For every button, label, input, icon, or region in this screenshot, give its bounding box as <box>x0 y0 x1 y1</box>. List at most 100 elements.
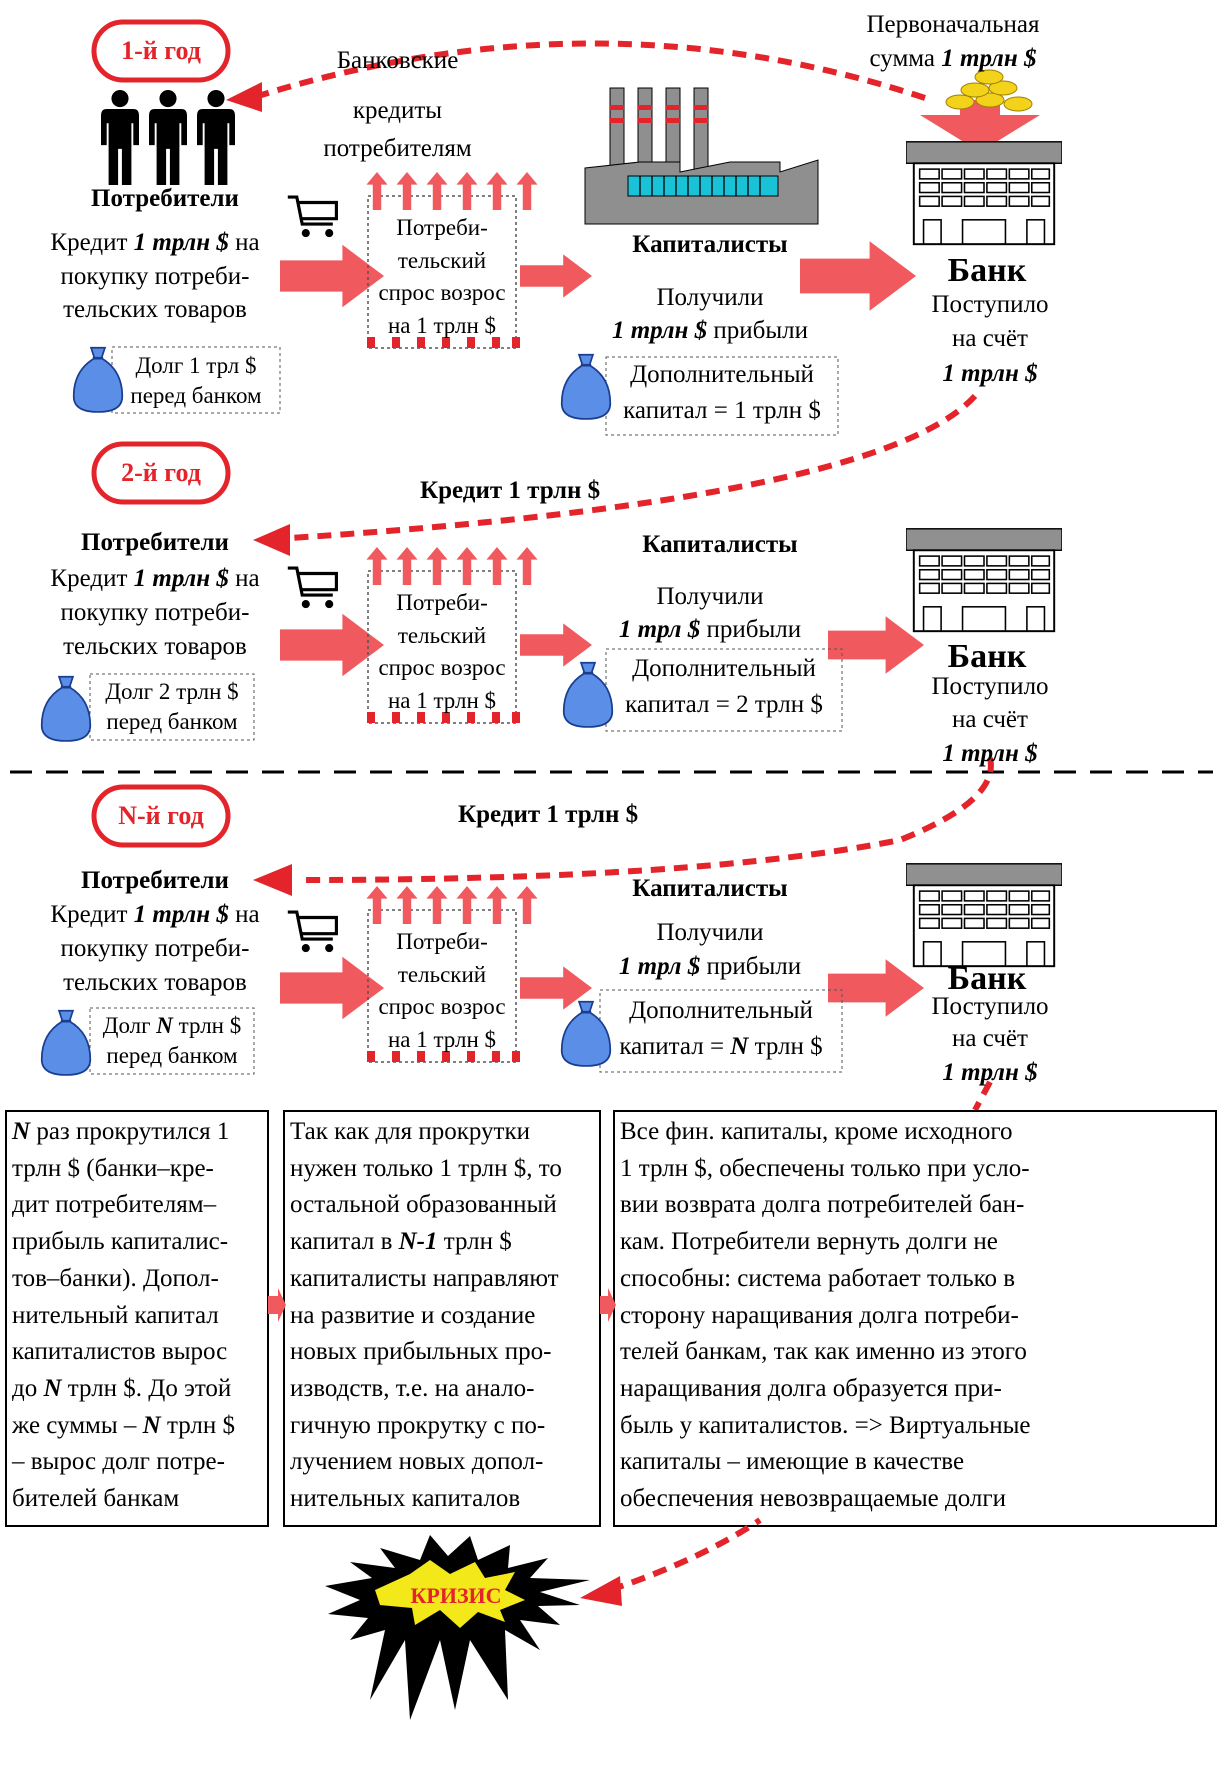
summary-line: изводств, т.е. на анало- <box>290 1374 535 1402</box>
summary-line: телей банкам, так как именно из этого <box>620 1338 1027 1366</box>
summary-box-2: Так как для прокрутки нужен только 1 трлн… <box>290 1114 562 1518</box>
bank-line1-n: Поступило <box>931 993 1049 1020</box>
summary-line: бителей банкам <box>12 1485 180 1513</box>
debt-line1-1: Долг 1 трл $ <box>135 353 257 378</box>
demand-line: тельский <box>397 622 487 648</box>
summary-line: капиталы – имеющие в качестве <box>620 1448 965 1476</box>
summary-line: гичную прокрутку с по- <box>290 1411 546 1439</box>
credit-line3-n: тельских товаров <box>63 969 247 996</box>
summary-line: быль у капиталистов. => Виртуальные <box>620 1411 1031 1439</box>
capital-line2-2: капитал = 2 трлн $ <box>625 691 823 718</box>
credit-arrow-label-n: Кредит 1 трлн $ <box>458 801 639 828</box>
credit-line2-1: покупку потреби- <box>60 263 250 290</box>
demand-box-2: Потреби- тельский спрос возрос на 1 трлн… <box>368 587 516 718</box>
summary-line: N раз прокрутился 1 <box>12 1118 230 1145</box>
credit-line3-1: тельских товаров <box>63 296 247 323</box>
summary-line: нужен только 1 трлн $, то <box>290 1154 562 1182</box>
gold-coins-icon <box>920 69 1040 152</box>
year-label-1: 1-й год <box>121 36 201 65</box>
credit-line1-n: Кредит 1 трлн $ на <box>50 901 260 928</box>
demand-line: тельский <box>397 961 487 987</box>
consumers-title-2: Потребители <box>81 529 229 556</box>
summary-line: дит потребителям– <box>12 1191 217 1219</box>
summary-line: 1 трлн $, обеспечены только при усло- <box>620 1154 1030 1182</box>
capital-line1-2: Дополнительный <box>632 655 816 682</box>
demand-line: спрос возрос <box>378 994 506 1020</box>
summary-line: нительных капиталов <box>290 1485 521 1513</box>
summary-line: тов–банки). Допол- <box>12 1264 219 1292</box>
summary-line: капитал в N-1 трлн $ <box>290 1228 512 1256</box>
bank-credits-line2: кредиты <box>352 97 443 124</box>
credit-line1-1: Кредит 1 трлн $ на <box>50 229 260 256</box>
year-label-2: 2-й год <box>121 458 201 487</box>
summary-line: капиталистов вырос <box>12 1338 228 1366</box>
debt-line2-2: перед банком <box>106 709 238 734</box>
bank-line1-1: Поступило <box>931 291 1049 318</box>
summary-box-3: Все фин. капиталы, кроме исходного 1 трлн… <box>620 1114 1031 1518</box>
summary-line: капиталисты направляют <box>290 1264 559 1292</box>
demand-line: спрос возрос <box>378 280 506 306</box>
capital-line1-n: Дополнительный <box>629 997 813 1024</box>
factory-icon <box>584 87 819 225</box>
bank-credits-line3: потребителям <box>323 135 472 162</box>
summary-line: трлн $ (банки–кре- <box>12 1154 214 1182</box>
consumers-title-1: Потребители <box>91 185 239 212</box>
bank-line3-n: 1 трлн $ <box>942 1059 1038 1086</box>
capitalists-title-n: Капиталисты <box>632 875 788 902</box>
summary-line: способны: система работает только в <box>620 1264 1016 1292</box>
summary-line: – вырос долг потре- <box>12 1448 225 1476</box>
demand-box-n: Потреби- тельский спрос возрос на 1 трлн… <box>368 926 516 1057</box>
summary-line: же суммы – N трлн $ <box>12 1411 235 1439</box>
demand-line: спрос возрос <box>378 655 506 681</box>
summary-line: Все фин. капиталы, кроме исходного <box>620 1118 1013 1145</box>
demand-line: на 1 трлн $ <box>387 1026 497 1052</box>
credit-line1-2: Кредит 1 трлн $ на <box>50 565 260 592</box>
consumers-title-n: Потребители <box>81 867 229 894</box>
received-2: Получили <box>656 583 764 610</box>
demand-line: тельский <box>397 247 487 273</box>
year-label-n: N-й год <box>118 801 204 830</box>
bank-line2-n: на счёт <box>952 1025 1028 1052</box>
initial-sum-line2: сумма 1 трлн $ <box>869 45 1037 72</box>
demand-line: Потреби- <box>396 929 488 954</box>
summary-line: вии возврата долга потребителей бан- <box>620 1191 1025 1219</box>
bank-credits-line1: Банковские <box>336 47 459 74</box>
bank-line2-2: на счёт <box>952 706 1028 733</box>
summary-line: лучением новых допол- <box>290 1448 544 1476</box>
debt-line2-1: перед банком <box>130 383 262 408</box>
credit-arrow-label-2: Кредит 1 трлн $ <box>420 477 601 504</box>
received-1: Получили <box>656 284 764 311</box>
capital-line1-1: Дополнительный <box>630 361 814 388</box>
demand-box-1: Потреби- тельский спрос возрос на 1 трлн… <box>368 212 516 343</box>
summary-line: новых прибыльных про- <box>290 1338 552 1366</box>
demand-line: Потреби- <box>396 215 488 240</box>
capital-line2-n: капитал = N трлн $ <box>619 1033 823 1060</box>
credit-line2-2: покупку потреби- <box>60 599 250 626</box>
summary-line: на развитие и создание <box>290 1301 536 1329</box>
summary-line: остальной образованный <box>290 1191 557 1219</box>
crisis-burst: КРИЗИС <box>325 1535 590 1720</box>
received-n: Получили <box>656 919 764 946</box>
summary-line: до N трлн $. До этой <box>12 1374 232 1402</box>
profit-1: 1 трлн $ прибыли <box>611 317 809 344</box>
capitalists-title-2: Капиталисты <box>642 531 798 558</box>
summary-line: Так как для прокрутки <box>290 1118 530 1145</box>
bank-line3-2: 1 трлн $ <box>942 740 1038 767</box>
bank-line3-1: 1 трлн $ <box>942 360 1038 387</box>
profit-n: 1 трл $ прибыли <box>618 953 802 980</box>
profit-2: 1 трл $ прибыли <box>618 616 802 643</box>
bank-title-n: Банк <box>947 960 1027 997</box>
summary-line: обеспечения невозвращаемые долги <box>620 1485 1007 1513</box>
credit-line3-2: тельских товаров <box>63 633 247 660</box>
summary-line: прибыль капиталис- <box>12 1228 229 1256</box>
summary-line: сторону наращивания долга потреби- <box>620 1301 1019 1329</box>
capital-line2-1: капитал = 1 трлн $ <box>623 397 821 424</box>
demand-line: на 1 трлн $ <box>387 687 497 713</box>
bank-title-1: Банк <box>947 252 1027 289</box>
bank-line2-1: на счёт <box>952 325 1028 352</box>
summary-line: нительный капитал <box>12 1301 219 1329</box>
summary-line: наращивания долга образуется при- <box>620 1374 1002 1402</box>
debt-line1-n: Долг N трлн $ <box>102 1013 242 1038</box>
